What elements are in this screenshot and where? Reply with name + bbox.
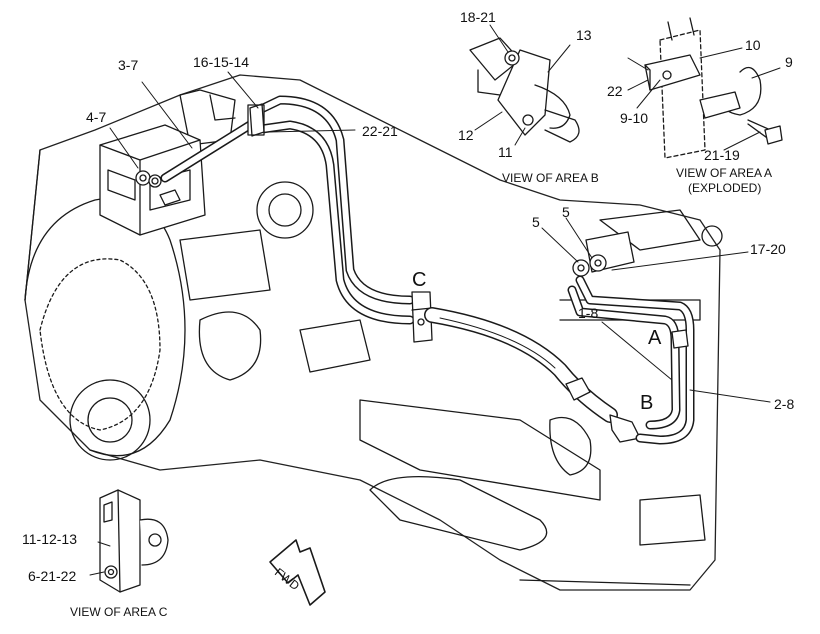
callout-5a: 5 (532, 214, 540, 230)
callout-11: 11 (498, 144, 513, 160)
callout-22: 22 (607, 83, 623, 99)
callout-13: 13 (576, 27, 592, 43)
callout-2-8: 2-8 (774, 396, 795, 412)
control-valve-block (99, 124, 206, 236)
view-area-b-caption: VIEW OF AREA B (502, 171, 599, 185)
callout-1-8: 1-8 (578, 305, 599, 321)
callout-22-21: 22-21 (362, 123, 398, 139)
clip-area-c (411, 291, 433, 343)
callout-18-21: 18-21 (460, 9, 496, 25)
view-area-a-drawing (644, 17, 783, 159)
callout-16-15-14: 16-15-14 (193, 54, 250, 70)
view-area-b-drawing (469, 37, 580, 143)
hose-assembly-lower (424, 307, 641, 443)
view-area-c-drawing (99, 489, 169, 593)
area-c-letter: C (412, 269, 427, 291)
callout-6-21-22: 6-21-22 (28, 568, 77, 584)
callout-17-20: 17-20 (750, 241, 786, 257)
view-area-a-caption-line2: (EXPLODED) (688, 181, 762, 195)
view-area-a-caption-line1: VIEW OF AREA A (676, 166, 773, 180)
callout-3-7: 3-7 (118, 57, 139, 73)
callout-10: 10 (745, 37, 761, 53)
callout-11-12-13: 11-12-13 (22, 531, 78, 547)
hose-assembly-upper (160, 95, 415, 325)
leader-lines (89, 24, 781, 576)
callout-21-19: 21-19 (704, 147, 740, 163)
tube-assembly-right (567, 231, 695, 445)
area-b-letter: B (640, 392, 654, 414)
area-a-letter: A (648, 327, 662, 349)
view-area-c-caption: VIEW OF AREA C (70, 605, 168, 619)
fwd-arrow (269, 539, 326, 606)
callout-9-10: 9-10 (620, 110, 649, 126)
callout-12: 12 (458, 127, 474, 143)
callout-4-7: 4-7 (86, 109, 107, 125)
callout-9: 9 (785, 54, 793, 70)
callout-5b: 5 (562, 204, 570, 220)
